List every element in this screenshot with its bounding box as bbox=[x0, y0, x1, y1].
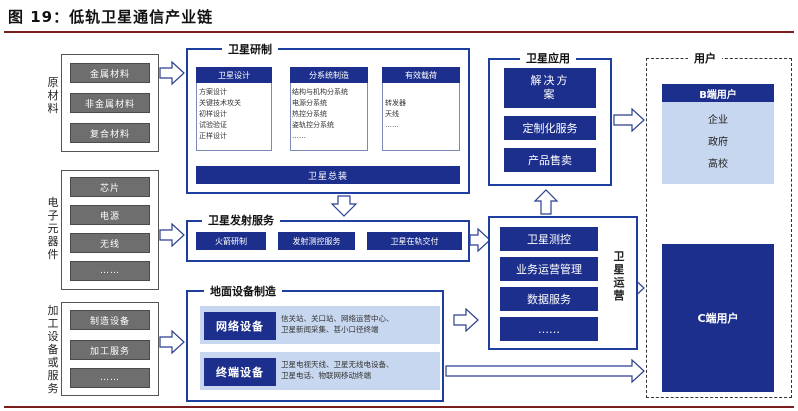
design-line: 关键技术攻关 bbox=[199, 99, 241, 107]
arrow-proc-to-ground bbox=[159, 329, 185, 355]
subsystem-line: 电源分系统 bbox=[292, 99, 327, 107]
arrow-terminal-to-users bbox=[445, 358, 645, 384]
subsystem-line: 热控分系统 bbox=[292, 110, 327, 118]
network-desc: 信关站、关口站、网络运营中心、 卫星新闻采集、甚小口径终端 bbox=[281, 313, 394, 335]
electronics-label: 电子元器件 bbox=[47, 196, 59, 261]
arrow-elec-to-launch bbox=[159, 222, 185, 248]
design-line: 方案设计 bbox=[199, 88, 227, 96]
b-user-item: 高校 bbox=[708, 159, 728, 170]
top-rule bbox=[4, 31, 794, 33]
payload-lines: 转发器 天线 …… bbox=[385, 98, 406, 131]
ops-item-ttc: 卫星测控 bbox=[500, 227, 598, 251]
terminal-desc-line: 卫星电视天线、卫星无线电设备、 bbox=[281, 360, 394, 369]
c-users-box: C端用户 bbox=[662, 244, 774, 392]
launch-title: 卫星发射服务 bbox=[202, 212, 280, 228]
elec-item-chip: 芯片 bbox=[70, 177, 150, 197]
launch-step-tt-c: 发射测控服务 bbox=[278, 232, 355, 250]
subsystem-lines: 结构与机构分系统 电源分系统 热控分系统 姿轨控分系统 …… bbox=[292, 87, 348, 142]
app-item-solution: 解决方案 bbox=[504, 68, 596, 108]
processing-label: 加工设备或服务 bbox=[47, 304, 59, 395]
payload-header: 有效载荷 bbox=[382, 67, 460, 83]
ground-title: 地面设备制造 bbox=[204, 283, 282, 299]
raw-item-metal: 金属材料 bbox=[70, 63, 150, 83]
arrow-app-to-users bbox=[613, 107, 645, 133]
network-desc-line: 信关站、关口站、网络运营中心、 bbox=[281, 314, 394, 323]
bottom-rule bbox=[4, 406, 794, 408]
raw-item-nonmetal: 非金属材料 bbox=[70, 93, 150, 113]
launch-step-rocket: 火箭研制 bbox=[196, 232, 266, 250]
proc-item-equipment: 制造设备 bbox=[70, 310, 150, 330]
terminal-desc: 卫星电视天线、卫星无线电设备、 卫星电话、物联网移动终端 bbox=[281, 359, 394, 381]
b-users-title: B端用户 bbox=[662, 84, 774, 102]
design-line: 初样设计 bbox=[199, 110, 227, 118]
terminal-desc-line: 卫星电话、物联网移动终端 bbox=[281, 371, 371, 380]
design-lines: 方案设计 关键技术攻关 初样设计 试验验证 正样设计 bbox=[199, 87, 241, 142]
b-user-item: 企业 bbox=[708, 115, 728, 126]
network-label: 网络设备 bbox=[204, 312, 276, 340]
proc-item-service: 加工服务 bbox=[70, 340, 150, 360]
subsystem-line: 结构与机构分系统 bbox=[292, 88, 348, 96]
operation-label: 卫星运营 bbox=[613, 250, 625, 302]
users-title: 用户 bbox=[688, 50, 722, 66]
application-title: 卫星应用 bbox=[520, 50, 576, 66]
payload-line: 天线 bbox=[385, 110, 399, 118]
elec-item-wireless: 无线 bbox=[70, 233, 150, 253]
assembly-bar: 卫星总装 bbox=[196, 166, 460, 184]
b-user-item: 政府 bbox=[708, 137, 728, 148]
raw-materials-label: 原材料 bbox=[47, 76, 59, 115]
arrow-network-to-ops bbox=[453, 307, 479, 333]
arrow-launch-to-ops bbox=[469, 227, 491, 253]
terminal-label: 终端设备 bbox=[204, 358, 276, 386]
ops-item-more: …… bbox=[500, 317, 598, 341]
design-line: 试验验证 bbox=[199, 121, 227, 129]
arrow-ops-to-app bbox=[533, 189, 559, 215]
b-users-list: 企业 政府 高校 bbox=[662, 110, 774, 176]
app-item-custom: 定制化服务 bbox=[504, 116, 596, 140]
raw-item-composite: 复合材料 bbox=[70, 123, 150, 143]
payload-line: …… bbox=[385, 121, 399, 129]
arrow-rd-to-launch bbox=[330, 195, 358, 217]
ops-item-data: 数据服务 bbox=[500, 287, 598, 311]
arrow-raw-to-rd bbox=[159, 60, 185, 86]
design-header: 卫星设计 bbox=[196, 67, 272, 83]
satellite-rd-title: 卫星研制 bbox=[222, 41, 278, 57]
subsystem-line: …… bbox=[292, 132, 306, 140]
network-desc-line: 卫星新闻采集、甚小口径终端 bbox=[281, 325, 379, 334]
subsystem-line: 姿轨控分系统 bbox=[292, 121, 334, 129]
payload-line: 转发器 bbox=[385, 99, 406, 107]
elec-item-power: 电源 bbox=[70, 205, 150, 225]
figure-title: 图 19：低轨卫星通信产业链 bbox=[8, 8, 214, 26]
subsystem-header: 分系统制造 bbox=[290, 67, 368, 83]
ops-item-business: 业务运营管理 bbox=[500, 257, 598, 281]
launch-step-delivery: 卫星在轨交付 bbox=[367, 232, 462, 250]
app-item-products: 产品售卖 bbox=[504, 148, 596, 172]
proc-item-more: …… bbox=[70, 368, 150, 388]
design-line: 正样设计 bbox=[199, 132, 227, 140]
elec-item-more: …… bbox=[70, 261, 150, 281]
